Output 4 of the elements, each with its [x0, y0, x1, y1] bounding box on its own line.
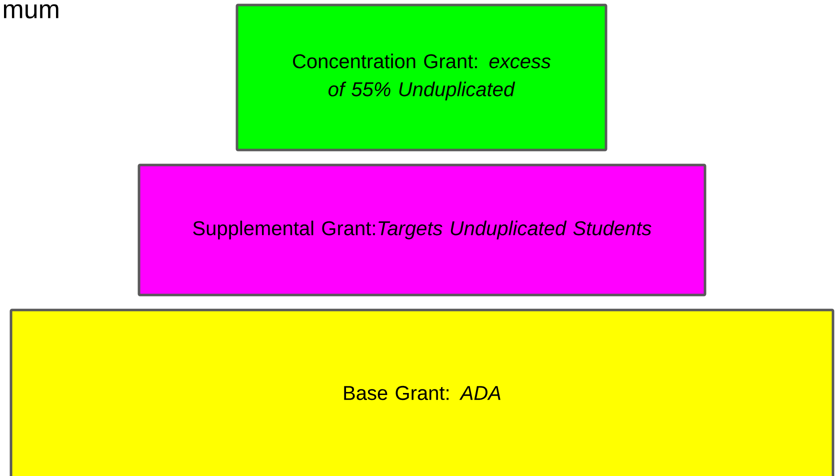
grant-box: Concentration Grant: excess of 55% Unduplicated: [236, 4, 608, 152]
grant-box: Base Grant: ADA: [10, 308, 834, 476]
grant-box: Supplemental Grant:Targets Unduplicated Students: [138, 164, 706, 296]
label-text: mum: [4, 4, 58, 18]
